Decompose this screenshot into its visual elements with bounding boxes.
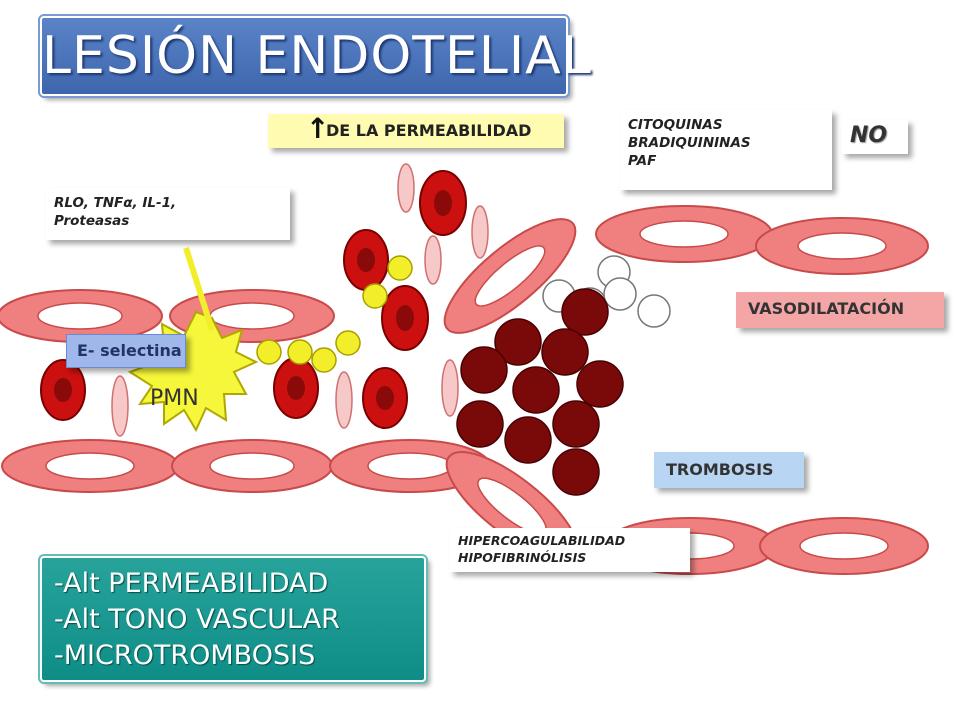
page-title: LESIÓN ENDOTELIAL	[42, 26, 592, 86]
pale-cells	[111, 163, 489, 437]
clot-cell	[512, 366, 560, 414]
endothelial-cell	[1, 439, 179, 493]
clot-cell	[552, 448, 600, 496]
pale-cell	[441, 359, 459, 417]
hypercoagulability-line: HIPOFIBRINÓLISIS	[458, 550, 587, 565]
no-text: NO	[850, 123, 888, 148]
endothelial-cell	[595, 205, 773, 263]
hypercoagulability-label: HIPERCOAGULABILIDAD HIPOFIBRINÓLISIS	[450, 528, 690, 572]
pmn-label: PMN	[150, 386, 199, 411]
summary-line: -Alt PERMEABILIDAD	[54, 568, 329, 599]
summary-line: -Alt TONO VASCULAR	[54, 604, 340, 635]
red-blood-cells	[40, 170, 467, 429]
red-blood-cell	[40, 359, 86, 421]
mediator-line: PAF	[628, 153, 657, 169]
up-arrow-icon: ↑	[306, 112, 330, 145]
endothelial-cell	[171, 439, 333, 493]
summary-box: -Alt PERMEABILIDAD -Alt TONO VASCULAR -M…	[38, 554, 428, 684]
endothelial-cells	[0, 205, 929, 575]
clot-cell	[504, 416, 552, 464]
clot-cell	[552, 400, 600, 448]
thrombosis-text: TROMBOSIS	[666, 460, 774, 479]
title-banner: LESIÓN ENDOTELIAL	[38, 14, 592, 98]
pale-cell	[424, 235, 442, 285]
clot-cell	[494, 318, 542, 366]
platelets	[256, 255, 413, 373]
white-cell	[603, 277, 637, 311]
pale-cell	[471, 205, 489, 259]
hypercoagulability-line: HIPERCOAGULABILIDAD	[458, 533, 626, 548]
clot-cell	[561, 288, 609, 336]
clot-cell	[576, 360, 624, 408]
clot-cell	[456, 400, 504, 448]
platelet	[387, 255, 413, 281]
e-selectin-text: E- selectina	[77, 341, 182, 360]
red-blood-cell	[381, 285, 429, 351]
mediators-label: CITOQUINAS BRADIQUININAS PAF	[620, 110, 832, 190]
vasodilation-text: VASODILATACIÓN	[748, 299, 905, 318]
rlo-line: Proteasas	[54, 213, 130, 229]
permeability-text: DE LA PERMEABILIDAD	[326, 121, 532, 140]
clot-cell	[460, 346, 508, 394]
red-blood-cell	[362, 367, 408, 429]
red-blood-cell	[273, 357, 319, 419]
e-selectin-label: E- selectina	[66, 334, 186, 368]
pale-cell	[397, 163, 415, 213]
thrombus	[456, 288, 624, 496]
platelet	[335, 330, 361, 356]
endothelial-cell	[443, 218, 577, 334]
endothelial-cell	[0, 289, 163, 343]
endothelial-cell	[755, 217, 929, 275]
mediator-line: BRADIQUININAS	[628, 135, 751, 151]
clot-cell	[541, 328, 589, 376]
rlo-label: RLO, TNFα, IL-1, Proteasas	[46, 188, 290, 240]
red-blood-cell	[419, 170, 467, 236]
platelet	[287, 339, 313, 365]
platelet	[362, 283, 388, 309]
platelet	[256, 339, 282, 365]
platelet	[311, 347, 337, 373]
white-cell	[637, 294, 671, 328]
pale-cell	[111, 375, 129, 437]
mediator-line: CITOQUINAS	[628, 117, 723, 133]
red-blood-cell	[343, 229, 389, 291]
pmn-pointer	[183, 247, 215, 331]
pale-cell	[335, 371, 353, 429]
vasodilation-label: VASODILATACIÓN	[736, 292, 944, 328]
no-label: NO	[842, 120, 908, 154]
endothelial-cell	[759, 517, 929, 575]
permeability-label: ↑ DE LA PERMEABILIDAD	[268, 112, 564, 148]
thrombosis-label: TROMBOSIS	[654, 452, 804, 488]
rlo-line: RLO, TNFα, IL-1,	[54, 195, 177, 211]
summary-line: -MICROTROMBOSIS	[54, 640, 316, 671]
